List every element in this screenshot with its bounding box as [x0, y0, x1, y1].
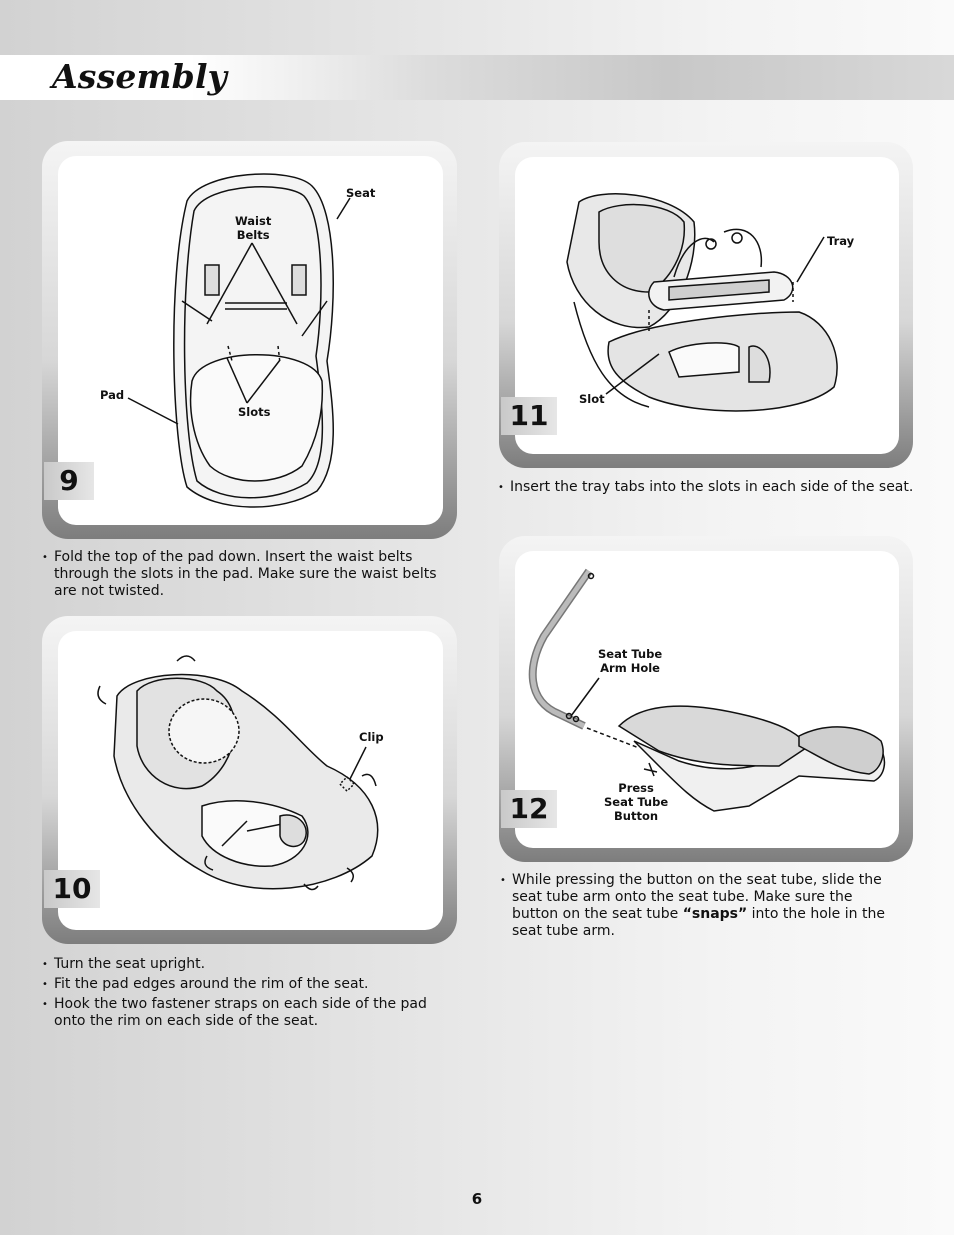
step-10-instruction: Hook the two fastener straps on each sid…: [42, 996, 462, 1030]
step-12-panel: Seat Tube Arm Hole Press Seat Tube Butto…: [499, 536, 913, 862]
step-9-illustration: [127, 173, 351, 508]
clip-label: Clip: [359, 730, 384, 744]
step-11-illustration: [566, 193, 838, 412]
seat-tube-arm-hole-label: Seat Tube Arm Hole: [598, 647, 663, 675]
page-number: 6: [471, 1190, 483, 1208]
slots-label: Slots: [238, 405, 271, 419]
step-9-number: 9: [44, 462, 94, 500]
step-11-instructions: Insert the tray tabs into the slots in e…: [498, 479, 918, 499]
step-11-instruction: Insert the tray tabs into the slots in e…: [498, 479, 918, 496]
step-10-illustration: [97, 655, 379, 891]
step-12-instruction-text: While pressing the button on the seat tu…: [512, 872, 882, 922]
step-10-instructions: Turn the seat upright. Fit the pad edges…: [42, 956, 462, 1033]
step-12-illustration: [528, 568, 886, 812]
step-12-instruction-text-end: into the hole in the seat tube arm.: [512, 906, 885, 939]
step-11-panel: Tray Slot 11: [499, 142, 913, 468]
pad-label: Pad: [100, 388, 125, 402]
page-title: Assembly: [52, 57, 228, 96]
step-12-instruction: While pressing the button on the seat tu…: [500, 872, 900, 940]
step-10-instruction: Turn the seat upright.: [42, 956, 462, 973]
header-bar: Assembly: [0, 55, 954, 100]
waist-belts-label: Waist Belts: [235, 214, 272, 242]
seat-label: Seat: [346, 186, 376, 200]
step-10-instruction: Fit the pad edges around the rim of the …: [42, 976, 462, 993]
step-12-instructions: While pressing the button on the seat tu…: [500, 872, 900, 943]
step-11-number: 11: [501, 397, 557, 435]
tray-label: Tray: [827, 234, 855, 248]
step-10-number: 10: [44, 870, 100, 908]
step-9-instructions: Fold the top of the pad down. Insert the…: [42, 549, 462, 603]
step-12-number: 12: [501, 790, 557, 828]
slot-label: Slot: [579, 392, 605, 406]
step-9-panel: Seat Waist Belts Pad Slots 9: [42, 141, 457, 539]
step-9-instruction: Fold the top of the pad down. Insert the…: [42, 549, 462, 600]
step-10-panel: Clip 10: [42, 616, 457, 944]
step-12-emphasis: “snaps”: [682, 906, 748, 922]
press-seat-tube-button-label: Press Seat Tube Button: [604, 781, 669, 823]
